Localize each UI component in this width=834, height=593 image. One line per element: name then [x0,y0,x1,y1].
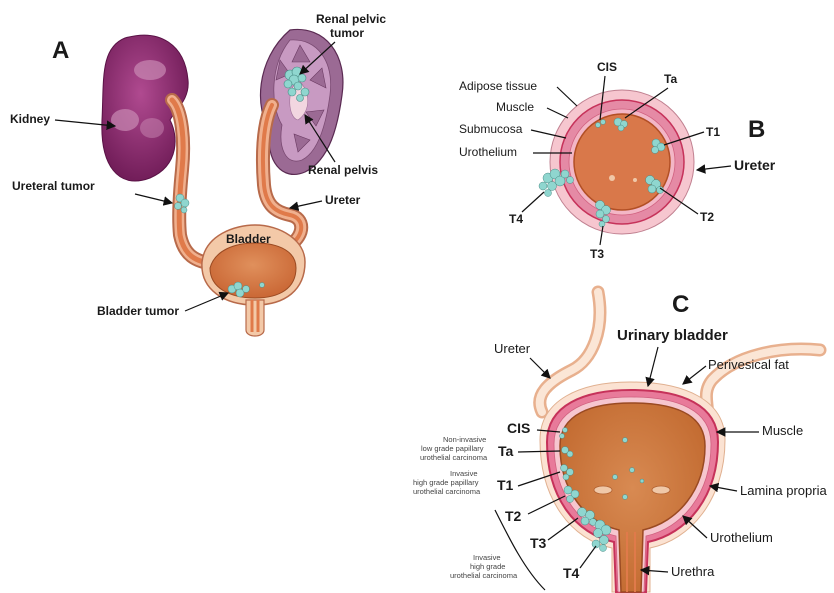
label-b-t1: T1 [706,125,720,139]
label-c-urinary-bladder: Urinary bladder [617,327,728,344]
label-b-t2: T2 [700,210,714,224]
label-b-adipose: Adipose tissue [459,79,537,93]
label-b-ta: Ta [664,72,677,86]
label-renal-pelvic-tumor-2: tumor [330,26,364,40]
label-c-urothelium: Urothelium [710,530,773,545]
label-c-invasive-hg-2: high grade papillary [413,478,479,487]
label-c-noninvasive-3: urothelial carcinoma [420,453,488,462]
label-c-invasive-3: urothelial carcinoma [450,571,518,580]
panel-b-letter: B [748,116,765,143]
label-c-t4: T4 [563,565,580,581]
label-c-perivesical-fat: Perivesical fat [708,357,789,372]
label-b-cis: CIS [597,60,617,74]
label-c-invasive-1: Invasive [473,553,501,562]
label-ureteral-tumor: Ureteral tumor [12,179,95,193]
label-c-ureter: Ureter [494,341,531,356]
label-c-cis: CIS [507,420,530,436]
label-b-t3: T3 [590,247,604,261]
label-c-noninvasive-1: Non-invasive [443,435,486,444]
label-renal-pelvic-tumor-1: Renal pelvic [316,12,386,26]
label-bladder: Bladder [226,232,271,246]
label-c-invasive-hg-3: urothelial carcinoma [413,487,481,496]
label-b-t4: T4 [509,212,523,226]
label-c-t1: T1 [497,477,514,493]
label-c-t3: T3 [530,535,547,551]
panel-c: C Ureter Urinary bladd [413,291,827,592]
label-c-invasive-2: high grade [470,562,505,571]
label-c-muscle: Muscle [762,423,803,438]
label-b-muscle: Muscle [496,100,534,114]
label-b-urothelium: Urothelium [459,145,517,159]
label-c-urethra: Urethra [671,564,715,579]
label-c-noninvasive-2: low grade papillary [421,444,484,453]
label-c-invasive-hg-1: Invasive [450,469,478,478]
label-c-lamina-propria: Lamina propria [740,483,827,498]
label-ureter-a: Ureter [325,193,361,207]
label-kidney: Kidney [10,112,50,126]
label-b-ureter: Ureter [734,157,776,173]
panel-b: B CIS Ta T1 [459,60,776,261]
label-bladder-tumor: Bladder tumor [97,304,179,318]
panel-a-letter: A [52,37,69,64]
label-c-ta: Ta [498,443,514,459]
label-renal-pelvis: Renal pelvis [308,163,378,177]
panel-a: A [10,12,386,336]
panel-c-letter: C [672,291,689,318]
label-b-submucosa: Submucosa [459,122,523,136]
ureter-cross-section [550,90,694,234]
label-c-t2: T2 [505,508,522,524]
